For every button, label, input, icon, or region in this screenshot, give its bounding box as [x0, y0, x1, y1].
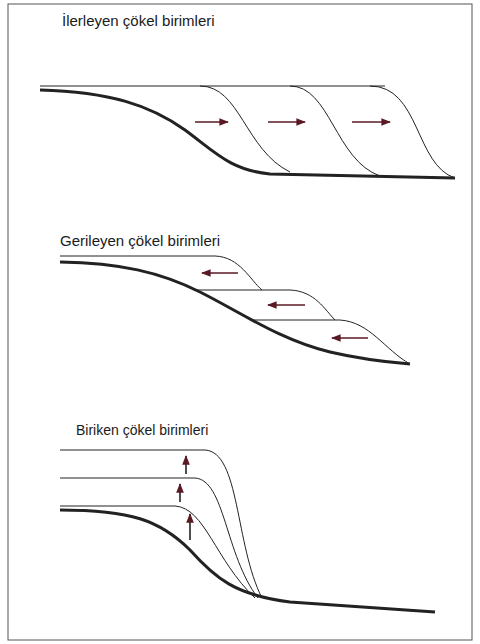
- arrow: [268, 121, 305, 123]
- panel-label: Gerileyen çökel birimleri: [60, 232, 220, 250]
- prograding-panel: [40, 86, 455, 178]
- arrow: [179, 484, 181, 502]
- retrograding-panel: [60, 256, 410, 364]
- basement-line: [40, 90, 455, 178]
- unit-top: [60, 256, 262, 290]
- arrow: [185, 456, 187, 474]
- unit-top: [60, 450, 262, 598]
- frame: [8, 4, 472, 640]
- unit-top: [40, 86, 385, 87]
- unit-top: [60, 478, 258, 598]
- direction-arrows: [195, 121, 390, 123]
- arrow: [202, 272, 238, 274]
- clinoform: [370, 86, 455, 178]
- panel-label: İlerleyen çökel birimleri: [62, 12, 215, 30]
- basement-line: [60, 262, 410, 364]
- arrow: [352, 121, 390, 123]
- arrow: [189, 514, 191, 540]
- aggrading-panel: [60, 450, 435, 612]
- panel-label: Biriken çökel birimleri: [76, 422, 208, 439]
- unit-top: [196, 290, 335, 320]
- arrow: [195, 121, 228, 123]
- direction-arrows: [180, 456, 190, 540]
- clinoform: [200, 86, 290, 172]
- basement-line: [60, 510, 435, 612]
- direction-arrows: [202, 273, 368, 338]
- unit-top: [60, 506, 255, 598]
- arrow: [332, 337, 368, 339]
- clinoform: [290, 86, 380, 176]
- unit-top: [250, 320, 410, 364]
- arrow: [268, 304, 305, 306]
